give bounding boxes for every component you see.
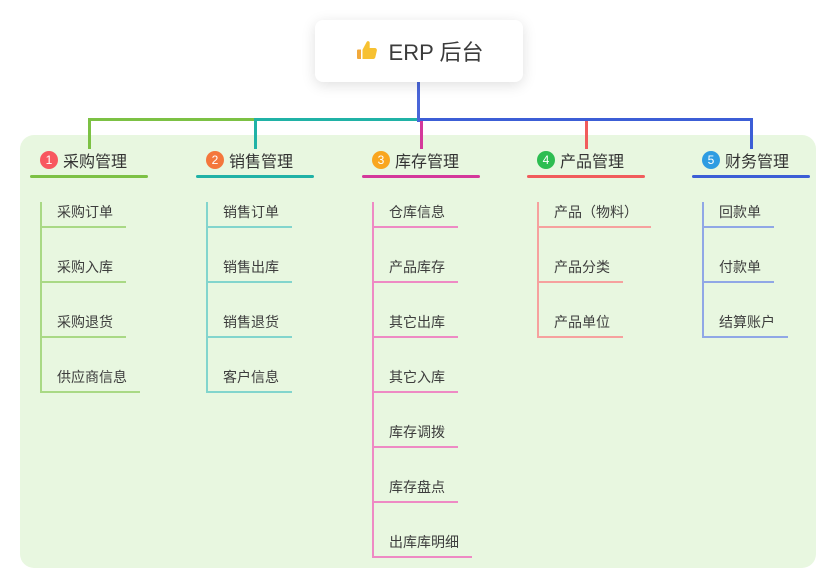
branch-label: 产品管理 (560, 154, 625, 171)
branch-node: 4 产品管理 产品（物料） 产品分类产品单位 (527, 149, 687, 338)
branch-node: 2 销售管理 销售订单销售出库销售退货客户信息 (196, 149, 356, 393)
branch-title: 5 财务管理 (702, 149, 839, 171)
child-node: 采购入库 (42, 257, 126, 283)
child-node: 产品（物料） (539, 202, 651, 228)
root-connector-line (417, 82, 420, 122)
branch-title: 4 产品管理 (537, 149, 687, 171)
child-node: 采购订单 (42, 202, 126, 228)
branch-number-badge: 4 (537, 151, 555, 169)
child-node: 其它入库 (374, 367, 458, 393)
child-node: 出库库明细 (374, 532, 472, 558)
branch-children: 仓库信息产品库存其它出库其它入库库存调拨库存盘点出库库明细 (372, 202, 522, 558)
root-node: ERP 后台 (315, 20, 523, 82)
connector-bus-segment (88, 118, 254, 121)
branch-connector-drop (420, 118, 423, 149)
child-node: 产品单位 (539, 312, 623, 338)
child-node: 采购退货 (42, 312, 126, 338)
branch-number-badge: 1 (40, 151, 58, 169)
branch-label: 采购管理 (63, 154, 128, 171)
child-node: 仓库信息 (374, 202, 458, 228)
branch-title: 3 库存管理 (372, 149, 522, 171)
branch-number-badge: 5 (702, 151, 720, 169)
child-node: 销售退货 (208, 312, 292, 338)
child-node: 销售订单 (208, 202, 292, 228)
mindmap-canvas (20, 135, 816, 568)
branch-underline (30, 175, 148, 178)
child-node: 产品分类 (539, 257, 623, 283)
branch-underline (527, 175, 645, 178)
child-node: 库存调拨 (374, 422, 458, 448)
branch-title: 2 销售管理 (206, 149, 356, 171)
branch-underline (692, 175, 810, 178)
branch-connector-drop (88, 118, 91, 149)
branch-title: 1 采购管理 (40, 149, 190, 171)
branch-node: 1 采购管理 采购订单采购入库采购退货供应商信息 (30, 149, 190, 393)
branch-connector-drop (254, 118, 257, 149)
connector-bus-segment (420, 118, 753, 121)
child-node: 付款单 (704, 257, 774, 283)
thumbs-up-icon (355, 39, 379, 63)
branch-children: 产品（物料） 产品分类产品单位 (537, 202, 687, 338)
branch-underline (362, 175, 480, 178)
connector-bus-segment (254, 118, 420, 121)
root-node-label: ERP 后台 (388, 40, 484, 65)
child-node: 库存盘点 (374, 477, 458, 503)
branch-children: 销售订单销售出库销售退货客户信息 (206, 202, 356, 393)
branch-label: 库存管理 (395, 154, 460, 171)
branch-node: 3 库存管理 仓库信息产品库存其它出库其它入库库存调拨库存盘点出库库明细 (362, 149, 522, 558)
child-node: 供应商信息 (42, 367, 140, 393)
branch-children: 采购订单采购入库采购退货供应商信息 (40, 202, 190, 393)
branch-children: 回款单付款单结算账户 (702, 202, 839, 338)
branch-label: 销售管理 (229, 154, 294, 171)
branch-underline (196, 175, 314, 178)
branch-number-badge: 2 (206, 151, 224, 169)
child-node: 产品库存 (374, 257, 458, 283)
child-node: 客户信息 (208, 367, 292, 393)
child-node: 结算账户 (704, 312, 788, 338)
child-node: 其它出库 (374, 312, 458, 338)
child-node: 销售出库 (208, 257, 292, 283)
branch-connector-drop (750, 118, 753, 149)
branch-connector-drop (585, 118, 588, 149)
branch-number-badge: 3 (372, 151, 390, 169)
branch-label: 财务管理 (725, 154, 790, 171)
child-node: 回款单 (704, 202, 774, 228)
branch-node: 5 财务管理 回款单付款单结算账户 (692, 149, 839, 338)
